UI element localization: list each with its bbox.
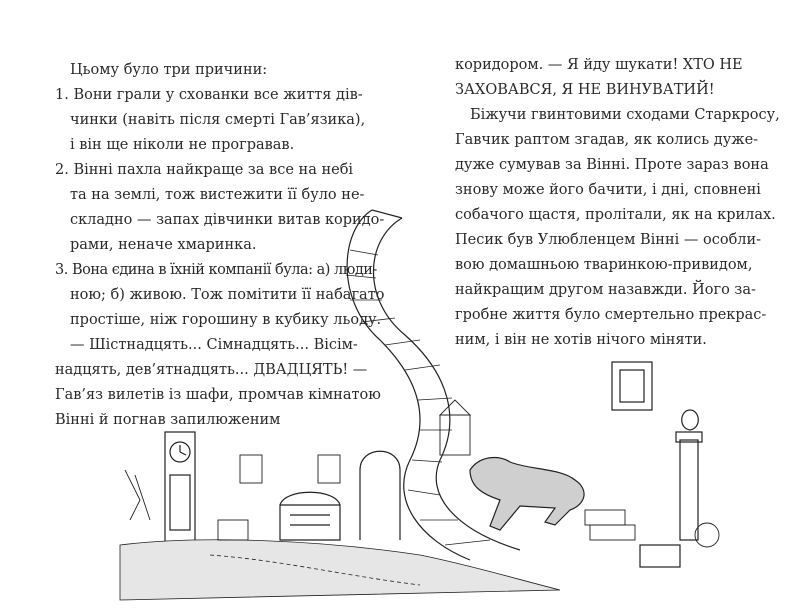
text-line: Вінні й погнав запилюженим — [55, 412, 281, 428]
text-line: складно — запах дівчинки витав коридо- — [70, 212, 385, 228]
text-line: коридором. — Я йду шукати! ХТО НЕ — [455, 57, 743, 73]
floor-rug — [119, 539, 561, 601]
arched-door — [359, 450, 401, 540]
text-line: 3. Вона єдина в їхній компанії була: а) … — [55, 262, 377, 278]
ghost-dog — [469, 456, 585, 531]
text-line: чинки (навіть після смерті Гав’язика), — [70, 112, 366, 128]
text-line: Гав’яз вилетів із шафи, промчав кімнатою — [55, 387, 381, 403]
text-line: 2. Вінні пахла найкраще за все на небі — [55, 162, 354, 178]
text-line: простіше, ніж горошину в кубику льоду. — [70, 312, 382, 328]
text-line: Біжучи гвинтовими сходами Старкросу, — [470, 107, 780, 123]
spiral-staircase — [345, 209, 521, 561]
text-line: гробне життя було смертельно прекрас- — [455, 307, 767, 323]
text-line: ЗАХОВАВСЯ, Я НЕ ВИНУВАТИЙ! — [455, 82, 715, 98]
text-line: рами, неначе хмаринка. — [70, 237, 257, 253]
text-line: найкращим другом назавжди. Його за- — [455, 282, 756, 298]
text-line: надцять, дев’ятнадцять... ДВАДЦЯТЬ! — — [55, 362, 368, 378]
text-line: Цьому було три причини: — [70, 62, 268, 78]
text-line: дуже сумував за Вінні. Проте зараз вона — [455, 157, 769, 173]
text-line: Гавчик раптом згадав, як колись дуже- — [455, 132, 759, 148]
clutter — [124, 399, 720, 548]
text-line: — Шістнадцять... Сімнадцять... Вісім- — [70, 337, 358, 353]
text-line: вою домашньою тваринкою-привидом, — [455, 257, 753, 273]
text-line: і він ще ніколи не програвав. — [70, 137, 295, 153]
text-line: знову може його бачити, і дні, сповнені — [455, 182, 761, 198]
text-line: 1. Вони грали у схованки все життя дів- — [55, 87, 363, 103]
text-line: собачого щастя, пролітали, як на крилах. — [455, 207, 776, 223]
frames-and-pillars — [611, 361, 703, 568]
text-line: ною; б) живою. Тож помітити її набагато — [70, 287, 385, 303]
text-line: та на землі, тож вистежити її було не- — [70, 187, 365, 203]
treasure-chest — [279, 491, 341, 541]
text-line: Песик був Улюбленцем Вінні — особли- — [455, 232, 762, 248]
text-line: ним, і він не хотів нічого міняти. — [455, 332, 707, 348]
